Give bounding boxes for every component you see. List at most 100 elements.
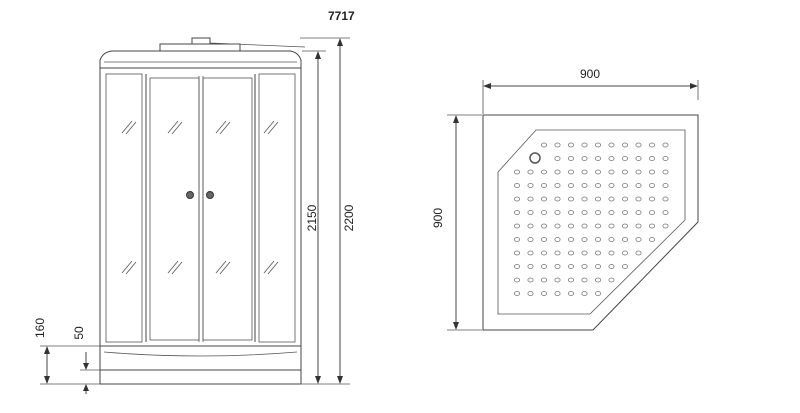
anti-slip-dot <box>541 169 548 175</box>
cabin-roof <box>99 50 302 69</box>
anti-slip-dot <box>662 183 669 188</box>
anti-slip-dot <box>622 210 629 215</box>
anti-slip-dot <box>595 277 602 283</box>
anti-slip-dot <box>662 142 669 148</box>
anti-slip-dot <box>662 223 669 229</box>
anti-slip-dot <box>635 196 642 202</box>
anti-slip-dot <box>554 264 561 269</box>
dim-base-height: 50 <box>72 326 100 394</box>
anti-slip-dot <box>595 250 602 256</box>
anti-slip-dot <box>622 169 629 175</box>
anti-slip-dot <box>622 183 629 188</box>
anti-slip-dot <box>541 210 548 215</box>
anti-slip-dot <box>608 277 615 283</box>
anti-slip-dot <box>527 183 534 188</box>
anti-slip-dot <box>662 169 669 175</box>
anti-slip-dot <box>527 210 534 215</box>
overhead-shower-mount <box>191 37 211 45</box>
anti-slip-dot <box>622 250 629 256</box>
anti-slip-dot <box>568 277 575 283</box>
anti-slip-dot <box>581 277 588 283</box>
anti-slip-dot <box>541 223 548 229</box>
anti-slip-dot <box>595 156 602 161</box>
anti-slip-dot <box>581 291 588 296</box>
tray-outline <box>482 114 699 331</box>
anti-slip-dot <box>554 210 561 215</box>
anti-slip-dot <box>581 210 588 215</box>
anti-slip-dot <box>608 264 615 269</box>
tray-inner-basin <box>497 129 686 315</box>
right-door-handle <box>206 191 214 199</box>
anti-slip-dot <box>608 156 615 161</box>
anti-slip-dot <box>581 156 588 161</box>
anti-slip-dot <box>514 169 521 175</box>
anti-slip-dot <box>568 264 575 269</box>
anti-slip-dot <box>595 183 602 188</box>
anti-slip-dot <box>568 291 575 296</box>
anti-slip-dot <box>554 196 561 202</box>
anti-slip-dot <box>581 264 588 269</box>
dim-tray-height-label: 160 <box>33 318 47 338</box>
dim-total-height-label: 2200 <box>342 204 356 231</box>
anti-slip-dot <box>622 196 629 202</box>
anti-slip-dot <box>635 183 642 188</box>
anti-slip-dot <box>581 169 588 175</box>
anti-slip-dot <box>608 237 615 242</box>
anti-slip-dot <box>635 250 642 256</box>
anti-slip-dot <box>608 169 615 175</box>
anti-slip-dot <box>527 250 534 256</box>
anti-slip-dot <box>649 210 656 215</box>
anti-slip-dot <box>595 142 602 148</box>
anti-slip-dot <box>568 223 575 229</box>
left-door-handle <box>186 191 194 199</box>
anti-slip-dot <box>568 142 575 148</box>
anti-slip-dot <box>649 142 656 148</box>
anti-slip-dot <box>649 169 656 175</box>
anti-slip-dot <box>649 156 656 161</box>
anti-slip-dot <box>554 183 561 188</box>
anti-slip-dot <box>554 142 561 148</box>
anti-slip-dot <box>635 169 642 175</box>
anti-slip-dot <box>608 142 615 148</box>
anti-slip-dot <box>622 156 629 161</box>
anti-slip-dot <box>581 250 588 256</box>
anti-slip-dot <box>568 196 575 202</box>
anti-slip-dot <box>581 196 588 202</box>
cabin-frame <box>99 67 302 347</box>
anti-slip-dot <box>514 183 521 188</box>
anti-slip-dot <box>514 291 521 296</box>
anti-slip-dot <box>541 196 548 202</box>
dim-tray-width-label: 900 <box>580 67 600 81</box>
anti-slip-dot <box>514 264 521 269</box>
anti-slip-dot <box>622 237 629 242</box>
anti-slip-dot <box>568 183 575 188</box>
anti-slip-dot <box>649 223 656 229</box>
right-side-panel <box>258 73 296 343</box>
anti-slip-dot <box>527 223 534 229</box>
tray-top-view <box>482 114 699 331</box>
anti-slip-dot <box>662 196 669 202</box>
anti-slip-dot <box>608 223 615 229</box>
anti-slip-dot <box>595 264 602 269</box>
dim-base-height-label: 50 <box>72 326 86 340</box>
anti-slip-dot <box>662 210 669 215</box>
anti-slip-dot <box>595 223 602 229</box>
anti-slip-dot <box>595 291 602 296</box>
anti-slip-dot <box>527 196 534 202</box>
left-side-panel <box>105 73 143 343</box>
anti-slip-dot <box>514 223 521 229</box>
cabin-front-view <box>99 37 306 385</box>
dim-cabin-height: 2150 <box>302 50 326 384</box>
anti-slip-dot <box>527 237 534 242</box>
anti-slip-dot <box>608 183 615 188</box>
anti-slip-dot <box>581 183 588 188</box>
anti-slip-dot <box>514 250 521 256</box>
anti-slip-dot <box>595 237 602 242</box>
anti-slip-dot <box>541 291 548 296</box>
anti-slip-dot <box>608 196 615 202</box>
anti-slip-dot <box>541 237 548 242</box>
anti-slip-dot <box>514 277 521 283</box>
anti-slip-dot <box>541 264 548 269</box>
anti-slip-dot <box>635 237 642 242</box>
